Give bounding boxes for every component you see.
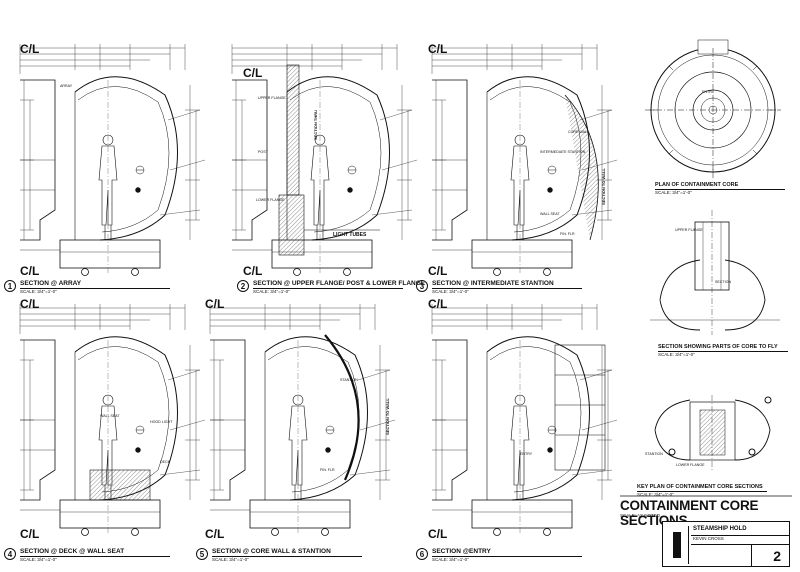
section-number: 6 (416, 548, 428, 560)
section-caption-5: 5 SECTION @ CORE WALL & STANTION SCALE: 3… (196, 548, 362, 562)
fly-section-caption: SECTION SHOWING PARTS OF CORE TO FLY SCA… (658, 344, 788, 357)
section-scale: SCALE: 3/4"=1'-0" (212, 557, 249, 562)
label-upper-flange-r: UPPER FLANGE (675, 228, 703, 232)
label-fin-flr-5: FIN. FLR (320, 468, 335, 472)
section-1-drawing (19, 43, 206, 276)
label-core-wall-3: CORE WALL (568, 130, 590, 134)
cl-label-1a: C/L (20, 42, 40, 56)
label-lower-flange-r: LOWER FLANGE (676, 463, 705, 467)
label-light-tubes: LIGHT TUBES (333, 232, 367, 238)
cl-label-4a: C/L (20, 297, 40, 311)
cl-label-3b: C/L (428, 264, 448, 278)
section-caption-4: 4 SECTION @ DECK @ WALL SEAT SCALE: 3/4"=… (4, 548, 170, 562)
cl-label-2a: C/L (243, 66, 263, 80)
cl-label-5a: C/L (205, 297, 225, 311)
cl-label-3a: C/L (428, 42, 448, 56)
cl-label-1b: C/L (20, 264, 40, 278)
key-plan-caption: KEY PLAN OF CONTAINMENT CORE SECTIONS SC… (637, 484, 767, 497)
cl-label-6b: C/L (428, 527, 448, 541)
entry-panel (554, 344, 606, 471)
project-name: STEAMSHIP HOLD (693, 526, 747, 532)
flange-column (278, 64, 380, 256)
section-caption-6: 6 SECTION @ENTRY SCALE: 3/4"=1'-0" (416, 548, 582, 562)
drawn-by-name: KEVIN CROSS (693, 536, 724, 541)
label-post: POST (258, 150, 268, 154)
label-hood-light: HOOD LIGHT (150, 420, 173, 424)
section-scale: SCALE: 3/4"=1'-0" (20, 557, 57, 562)
section-title: SECTION @ DECK @ WALL SEAT (20, 548, 125, 555)
caption-title: SECTION SHOWING PARTS OF CORE TO FLY (658, 344, 778, 350)
plan-caption: PLAN OF CONTAINMENT CORE SCALE: 3/4"=1'-… (655, 182, 785, 195)
section-number: 4 (4, 548, 16, 560)
section-title: SECTION @ENTRY (432, 548, 491, 555)
section-title: SECTION @ CORE WALL & STANTION (212, 548, 331, 555)
label-lower-flange: LOWER FLANGE (256, 198, 285, 202)
section-caption-2: 2 SECTION @ UPPER FLANGE/ POST & LOWER F… (237, 280, 425, 294)
label-entry: ENTRY (520, 452, 533, 456)
label-array: ARRAY (60, 84, 73, 88)
title-block: STEAMSHIP HOLD KEVIN CROSS 2 (662, 521, 790, 567)
section-title: SECTION @ INTERMEDIATE STANTION (432, 280, 554, 287)
label-stantion-r: STANTION (645, 452, 663, 456)
label-wall-seat: WALL SEAT (100, 414, 120, 418)
section-number: 3 (416, 280, 428, 292)
label-intermediate-stantion: INTERMEDIATE STANTION (540, 150, 586, 154)
core-wall-shell-5 (324, 334, 360, 481)
label-section-thru: SECTION THRU (313, 110, 318, 140)
section-6-drawing (431, 303, 618, 536)
section-number: 1 (4, 280, 16, 292)
label-upper-flange: UPPER FLANGE (258, 96, 286, 100)
section-scale: SCALE: 3/4"=1'-0" (253, 289, 290, 294)
sheet-number: 2 (773, 548, 781, 564)
label-section-to-wall-3: SECTION TO WALL (601, 168, 606, 205)
section-scale: SCALE: 3/4"=1'-0" (20, 289, 57, 294)
label-plan-entry: ENTRY (702, 90, 715, 94)
sheet-scale-note: SCALE: AS NOTED (620, 513, 661, 518)
label-stantion-5: STANTION (340, 378, 358, 382)
cl-label-4b: C/L (20, 527, 40, 541)
section-scale: SCALE: 3/4"=1'-0" (432, 557, 469, 562)
caption-title: PLAN OF CONTAINMENT CORE (655, 182, 739, 188)
section-title: SECTION @ ARRAY (20, 280, 82, 287)
plan-drawing (645, 39, 781, 180)
label-section-to-wall-5: SECTION TO WALL (385, 398, 390, 435)
cl-label-5b: C/L (205, 527, 225, 541)
section-number: 2 (237, 280, 249, 292)
cl-label-6a: C/L (428, 297, 448, 311)
section-5-drawing (209, 303, 396, 536)
section-caption-3: 3 SECTION @ INTERMEDIATE STANTION SCALE: … (416, 280, 582, 294)
section-caption-1: 1 SECTION @ ARRAY SCALE: 3/4"=1'-0" (4, 280, 170, 294)
label-deck: DECK (160, 460, 170, 464)
caption-title: KEY PLAN OF CONTAINMENT CORE SECTIONS (637, 484, 763, 490)
title-block-logo (666, 526, 689, 564)
label-section-r: SECTION (715, 280, 731, 284)
key-plan-drawing (654, 395, 772, 470)
section-4-drawing (19, 303, 206, 536)
cl-label-2b: C/L (243, 264, 263, 278)
label-fin-flr-3: FIN. FLR (560, 232, 575, 236)
caption-scale: SCALE: 3/4"=1'-0" (655, 190, 692, 195)
section-title: SECTION @ UPPER FLANGE/ POST & LOWER FLA… (253, 280, 426, 287)
fly-section-drawing (650, 210, 780, 335)
caption-scale: SCALE: 3/4"=1'-0" (637, 492, 674, 497)
wall-seat (89, 469, 151, 501)
core-wall-shell-3 (564, 94, 599, 241)
caption-scale: SCALE: 3/4"=1'-0" (658, 352, 695, 357)
section-number: 5 (196, 548, 208, 560)
label-wall-seat-3: WALL SEAT (540, 212, 560, 216)
section-scale: SCALE: 3/4"=1'-0" (432, 289, 469, 294)
